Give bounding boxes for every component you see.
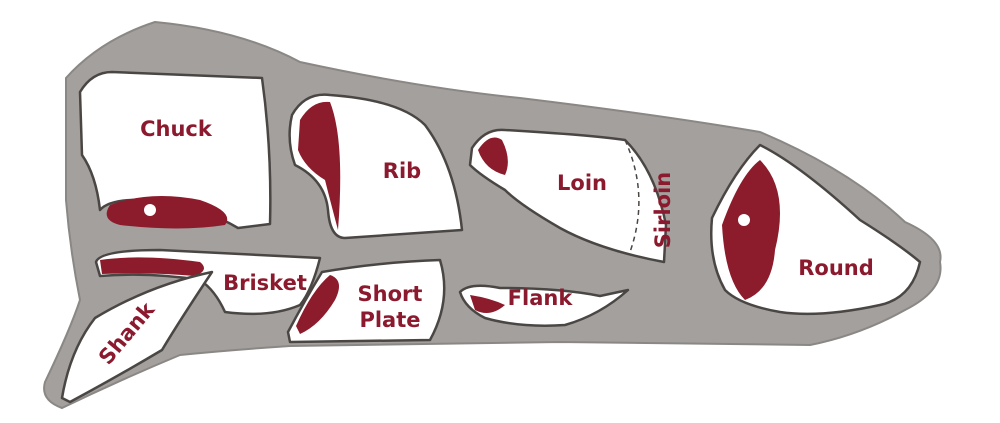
cut-brisket[interactable]: Brisket xyxy=(94,248,322,316)
cut-short-plate[interactable]: Short Plate xyxy=(286,258,446,344)
label-short-plate-line-1: Short xyxy=(358,282,423,306)
cut-flank[interactable]: Flank xyxy=(458,284,630,327)
short-plate-ribs xyxy=(296,275,339,334)
brisket-slice xyxy=(100,257,204,276)
cut-rib[interactable]: Rib xyxy=(288,93,464,240)
rib-steak xyxy=(298,101,341,231)
label-loin: Loin xyxy=(557,171,607,195)
label-brisket: Brisket xyxy=(223,271,307,295)
chuck-steak xyxy=(106,196,228,229)
label-short-plate-line-2: Plate xyxy=(359,308,420,332)
sirloin-divider xyxy=(624,139,640,253)
label-flank: Flank xyxy=(508,286,574,310)
round-steak xyxy=(722,160,780,300)
label-round: Round xyxy=(798,256,874,280)
flank-steak xyxy=(470,295,505,314)
label-sirloin: Sirloin xyxy=(651,172,675,248)
cut-chuck[interactable]: Chuck xyxy=(78,70,272,230)
loin-steak xyxy=(478,137,508,175)
cut-round[interactable]: Round xyxy=(710,143,922,316)
label-chuck: Chuck xyxy=(140,117,213,141)
cut-loin[interactable]: Loin Sirloin xyxy=(468,128,675,264)
label-rib: Rib xyxy=(383,159,421,183)
